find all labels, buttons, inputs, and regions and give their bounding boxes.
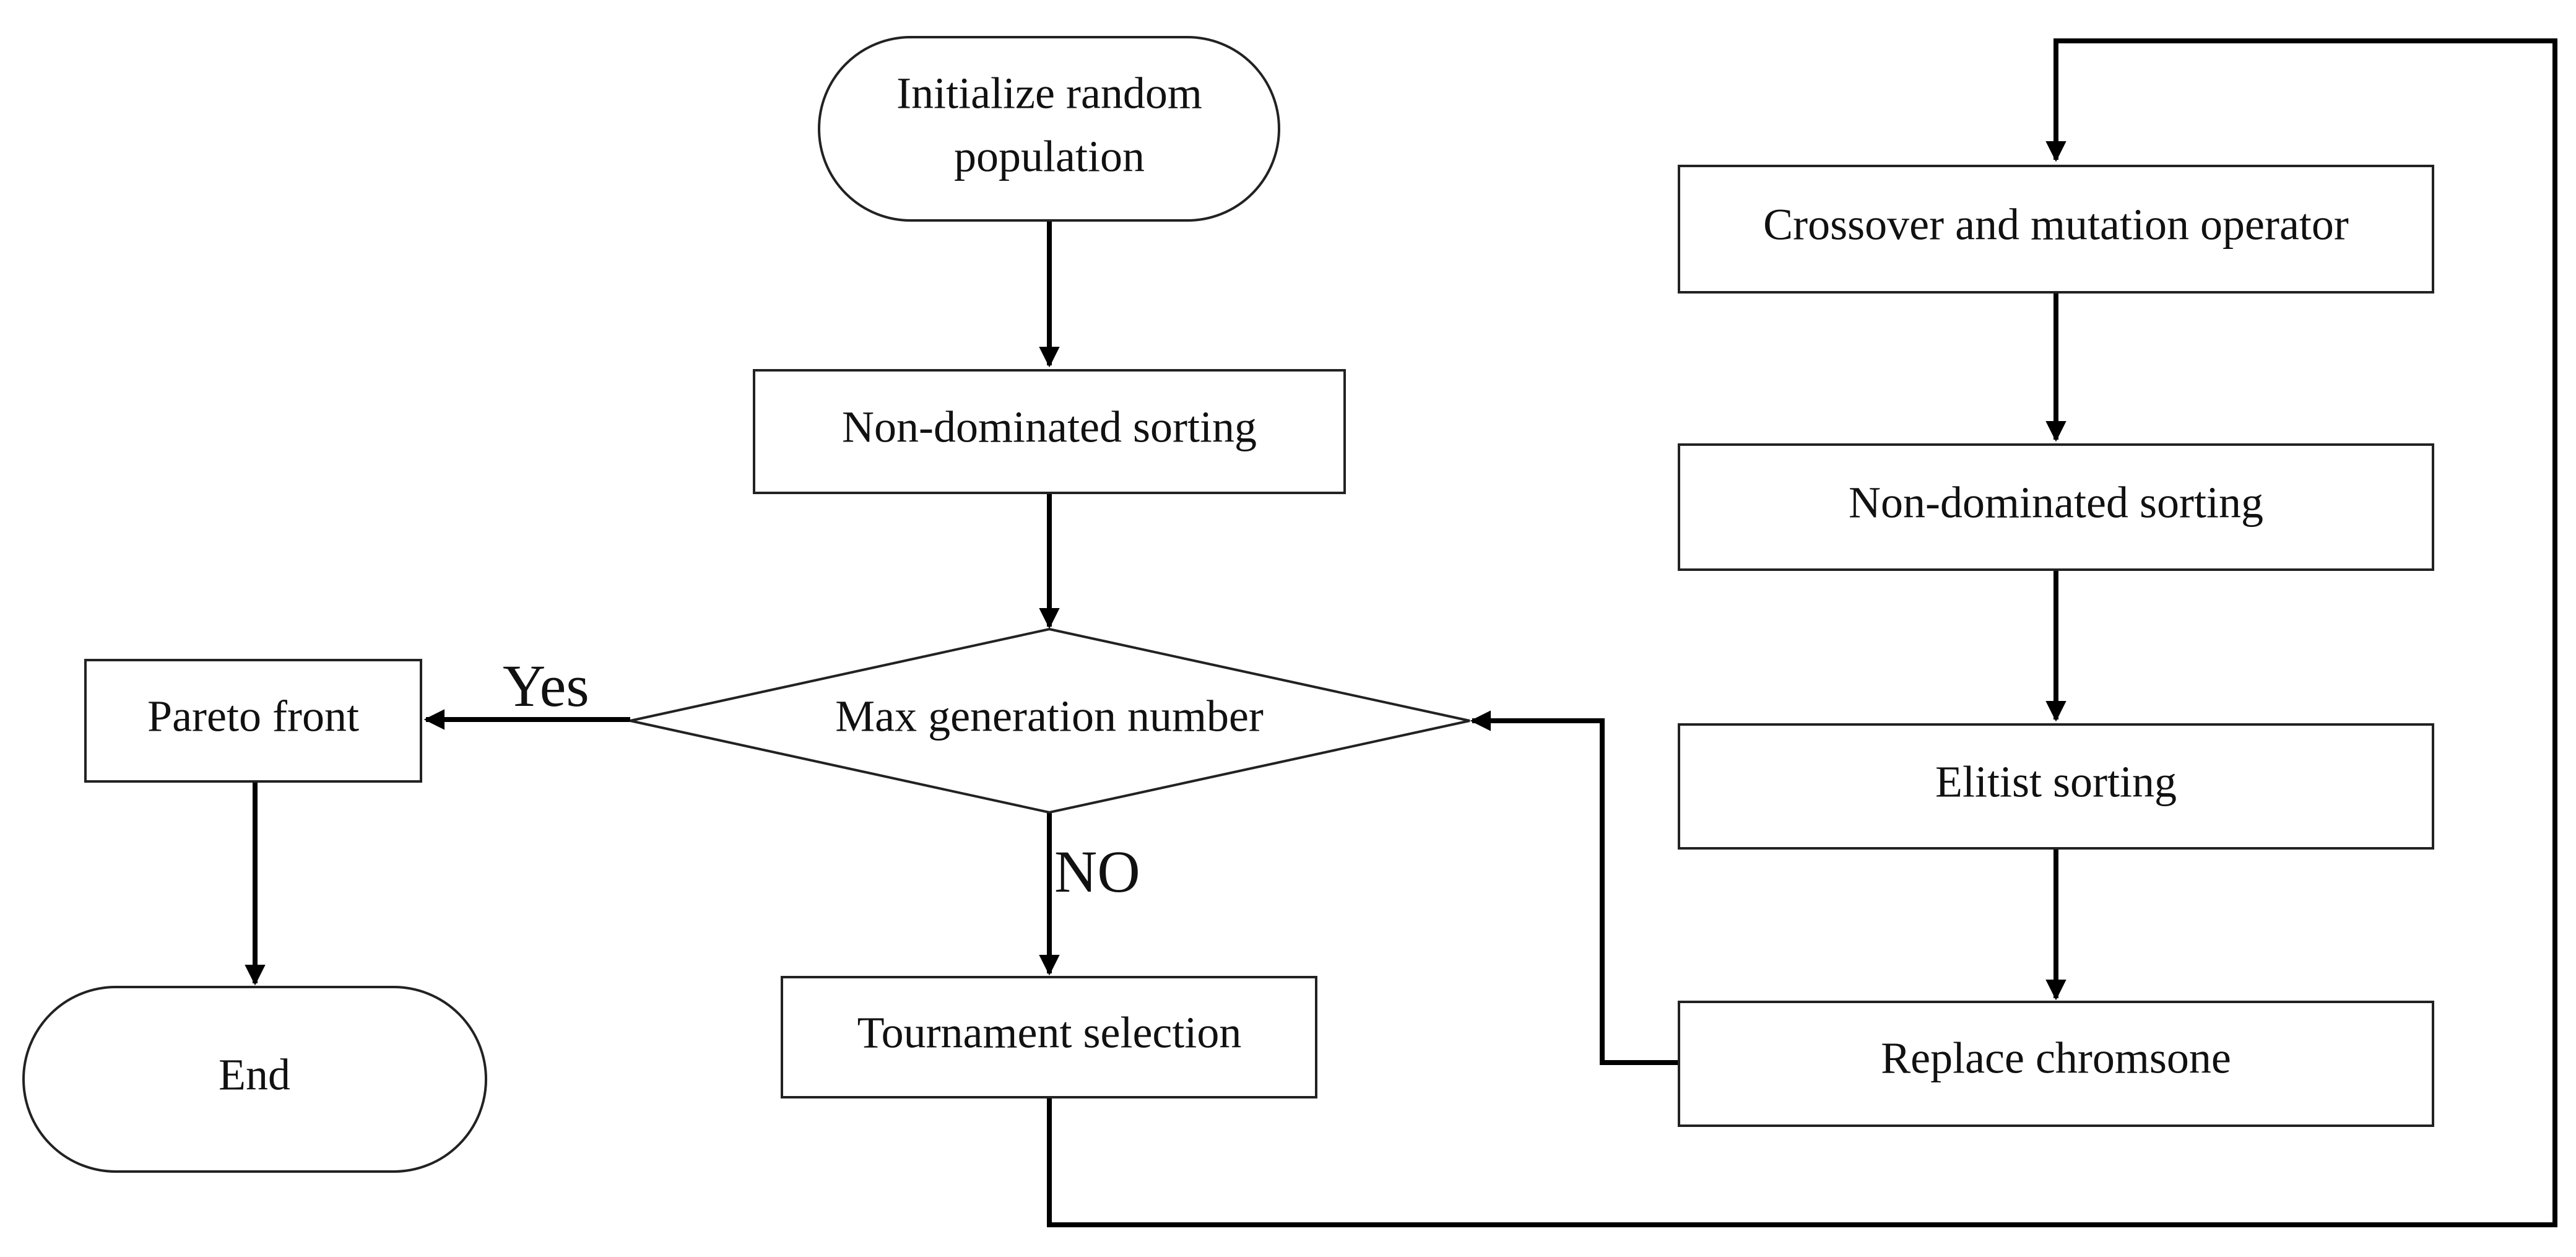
edge-label-yes: Yes <box>503 653 589 719</box>
node-replace: Replace chromsone <box>1678 1001 2434 1127</box>
node-elitist: Elitist sorting <box>1678 723 2434 850</box>
connectors <box>245 38 2557 1227</box>
elitist-box <box>1678 723 2434 850</box>
node-crossover: Crossover and mutation operator <box>1678 165 2434 294</box>
elitist-label: Elitist sorting <box>1935 757 2177 807</box>
replace-label: Replace chromsone <box>1881 1033 2231 1083</box>
replace-box <box>1678 1001 2434 1127</box>
crossover-label: Crossover and mutation operator <box>1763 200 2349 250</box>
end-terminator-shape <box>22 986 487 1173</box>
sort-initial-label: Non-dominated sorting <box>842 402 1257 452</box>
pareto-label: Pareto front <box>147 692 359 741</box>
arrow-replace-to-decision <box>1470 710 1679 1065</box>
start-label-line-1: Initialize random <box>896 69 1202 118</box>
start-terminator-shape <box>818 36 1280 222</box>
pareto-box <box>84 659 422 783</box>
node-start: Initialize random population <box>818 36 1280 222</box>
node-sort-loop: Non-dominated sorting <box>1678 443 2434 571</box>
end-label: End <box>219 1050 290 1100</box>
crossover-box <box>1678 165 2434 294</box>
decision-diamond-shape <box>630 627 1470 814</box>
sort-loop-label: Non-dominated sorting <box>1849 478 2263 528</box>
node-sort-initial: Non-dominated sorting <box>753 369 1346 494</box>
tournament-label: Tournament selection <box>857 1008 1242 1058</box>
node-tournament: Tournament selection <box>781 976 1317 1098</box>
sort-loop-box <box>1678 443 2434 571</box>
edge-label-no: NO <box>1054 838 1140 905</box>
start-label-line-2: population <box>954 132 1145 181</box>
arrow-tournament-loop-to-crossover <box>1047 38 2557 1227</box>
decision-label: Max generation number <box>835 692 1264 741</box>
node-decision: Max generation number <box>630 627 1470 814</box>
node-pareto: Pareto front <box>84 659 422 783</box>
sort-initial-box <box>753 369 1346 494</box>
node-end: End <box>22 986 487 1173</box>
tournament-box <box>781 976 1317 1098</box>
